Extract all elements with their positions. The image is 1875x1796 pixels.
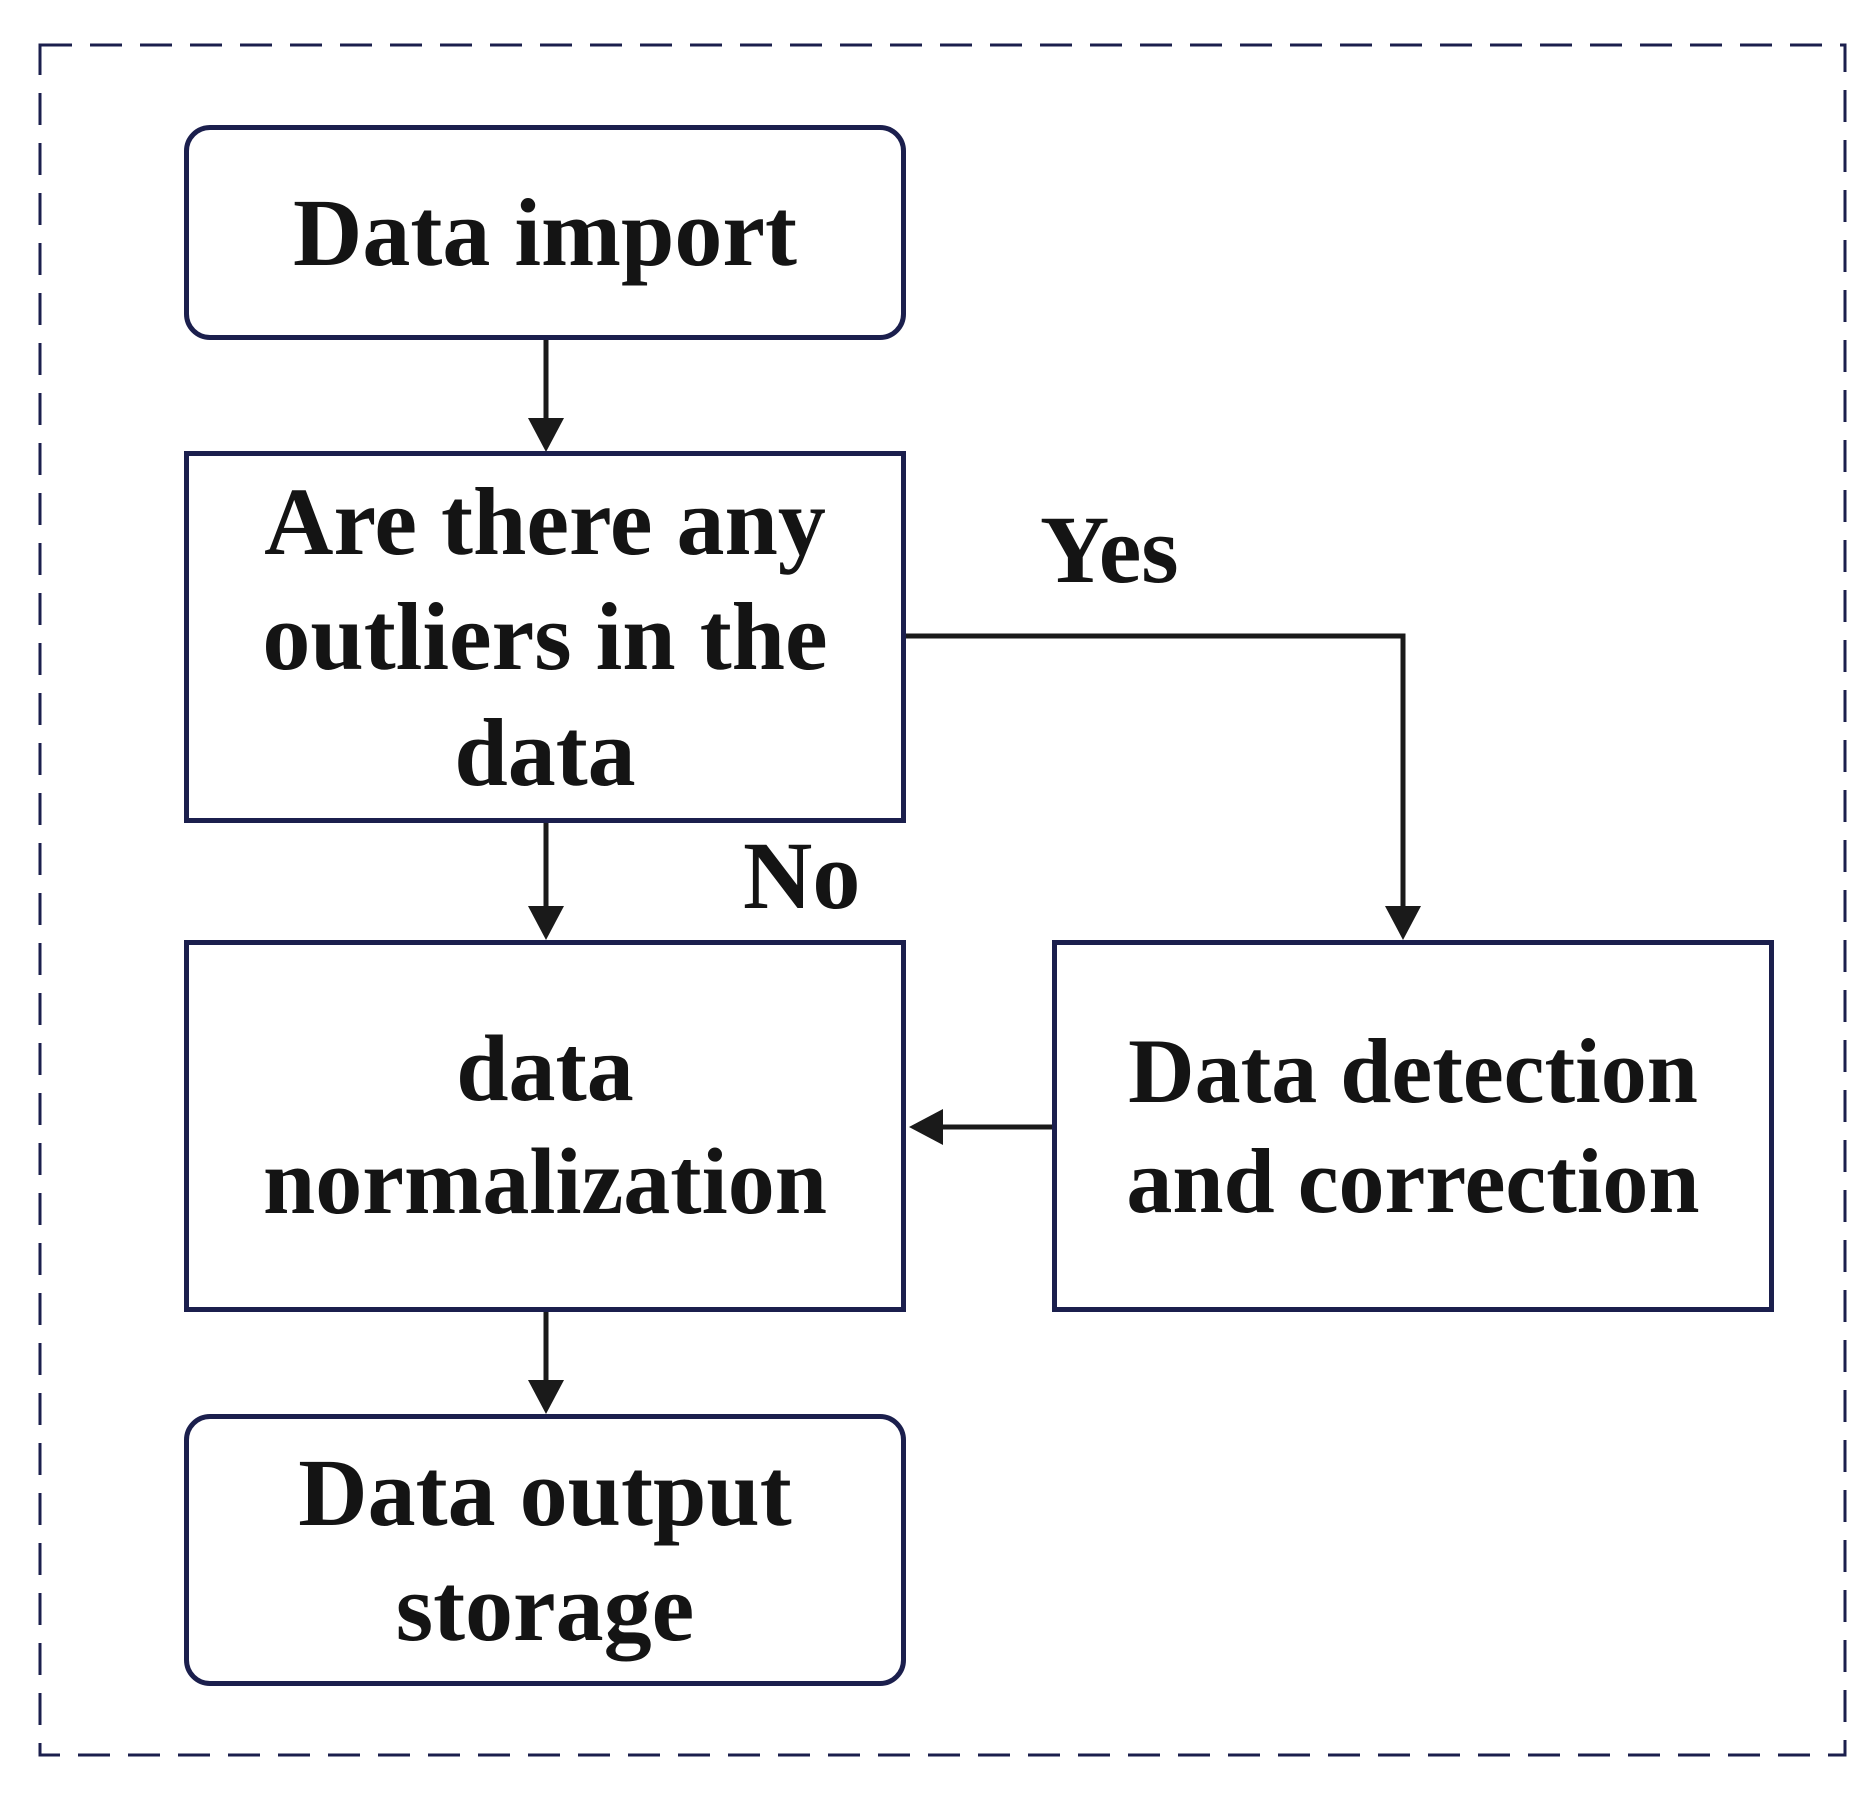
node-detection-correction-label: Data detection and correction: [1126, 1019, 1700, 1232]
node-data-import: Data import: [184, 125, 906, 340]
node-output-storage: Data output storage: [184, 1414, 906, 1686]
arrowhead-check-to-detection: [1385, 906, 1421, 940]
arrowhead-normalization-to-output: [528, 1380, 564, 1414]
edge-label-yes: Yes: [1040, 496, 1179, 603]
node-outlier-check: Are there any outliers in the data: [184, 451, 906, 823]
arrowhead-detection-to-normalization: [909, 1109, 943, 1145]
node-detection-correction: Data detection and correction: [1052, 940, 1774, 1312]
arrowhead-check-to-normalization: [528, 906, 564, 940]
node-normalization: data normalization: [184, 940, 906, 1312]
dashed-outer-frame: [38, 43, 1847, 1757]
arrowhead-import-to-check: [528, 418, 564, 452]
node-outlier-check-label: Are there any outliers in the data: [262, 468, 828, 806]
node-data-import-label: Data import: [293, 178, 797, 286]
arrow-check-to-detection: [904, 633, 1406, 906]
edge-label-no: No: [743, 822, 861, 929]
node-normalization-label: data normalization: [263, 1017, 827, 1234]
node-output-storage-label: Data output storage: [298, 1438, 792, 1661]
